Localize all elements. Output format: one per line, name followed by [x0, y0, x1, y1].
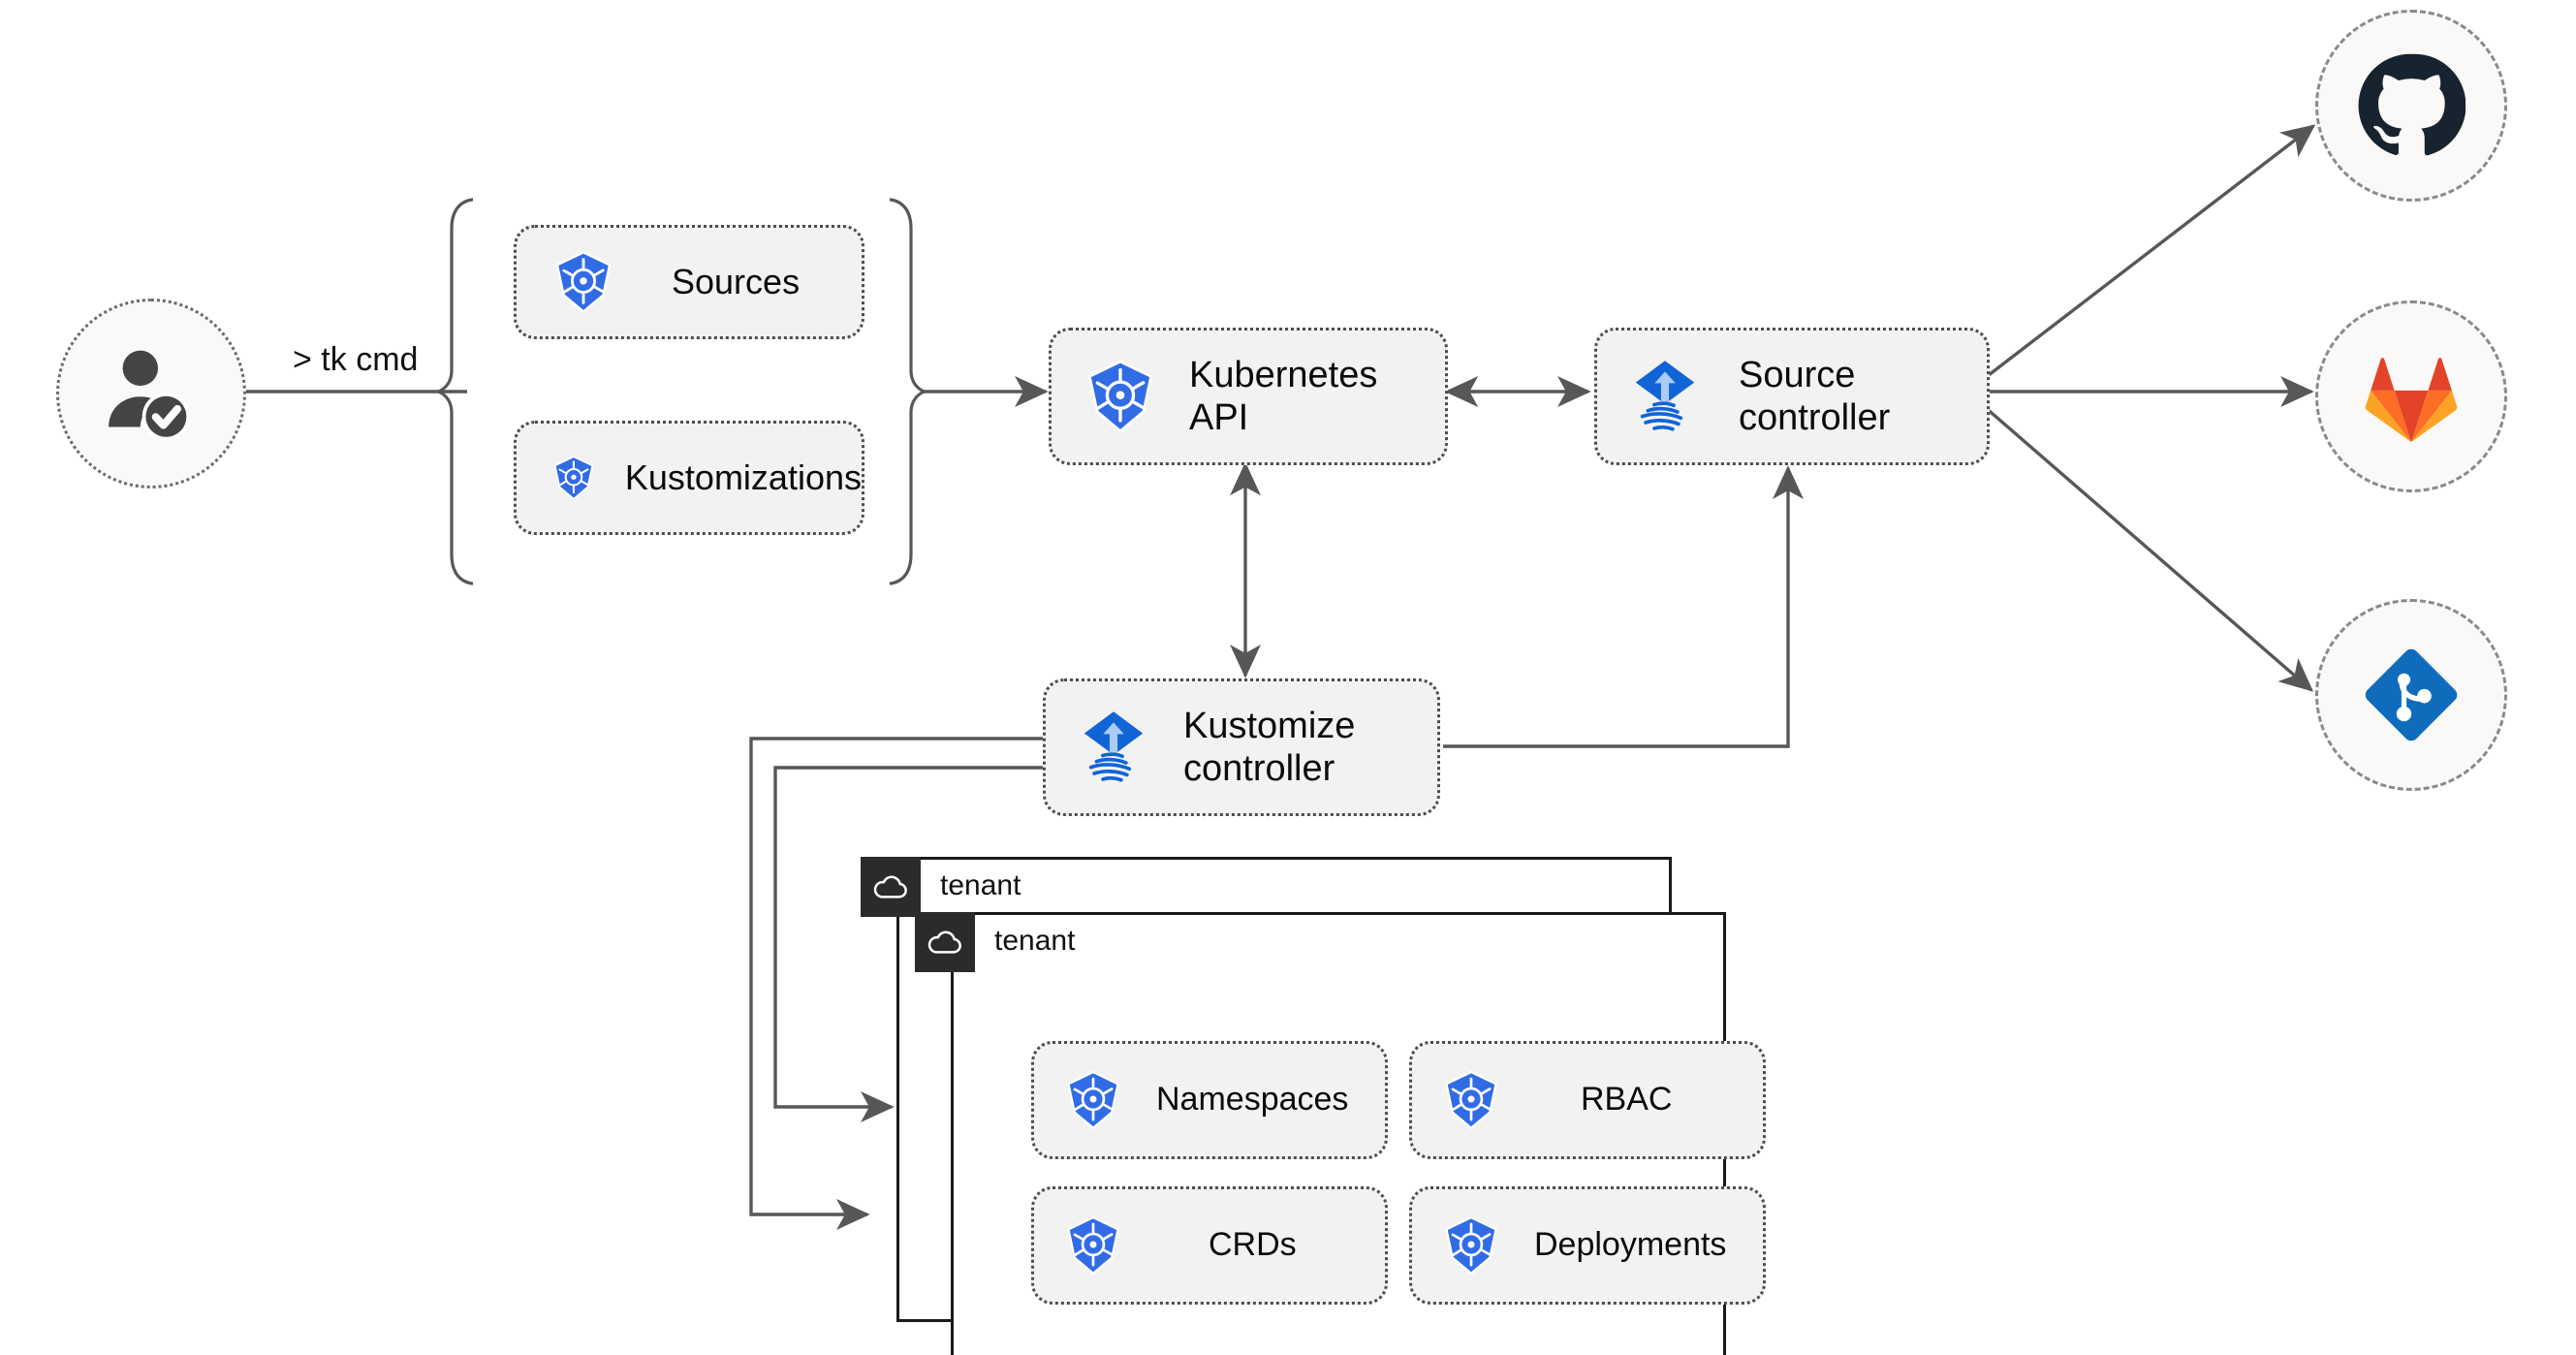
gitlab-icon — [2365, 358, 2458, 443]
node-label: Source controller — [1739, 354, 1891, 438]
edge-source-to-azure — [1983, 405, 2314, 692]
tenant-tab — [861, 857, 921, 917]
edge-kustomize-to-source — [1443, 465, 1804, 748]
user-check-icon — [109, 350, 191, 441]
provider-github[interactable] — [2315, 10, 2507, 202]
cli-item-kustomizations[interactable]: Kustomizations — [514, 421, 864, 535]
cli-item-label: Sources — [672, 262, 801, 302]
node-label: Kustomize controller — [1183, 705, 1356, 789]
flux-icon — [1084, 711, 1144, 782]
cli-item-label: Kustomizations — [624, 457, 862, 498]
node-kubernetes-api[interactable]: Kubernetes API — [1049, 328, 1448, 465]
cli-group-brace-right — [889, 198, 930, 585]
resource-label: Deployments — [1534, 1226, 1727, 1264]
edge-source-to-github — [1983, 124, 2316, 380]
cloud-icon — [873, 875, 907, 898]
resource-label: CRDs — [1209, 1226, 1297, 1264]
tenant-resource-deployments[interactable]: Deployments — [1409, 1186, 1766, 1305]
provider-azure-devops[interactable] — [2315, 599, 2507, 791]
kubernetes-icon — [1445, 1070, 1497, 1130]
tenant-resource-crds[interactable]: CRDs — [1031, 1186, 1388, 1305]
provider-gitlab[interactable] — [2315, 300, 2507, 492]
tenant-resource-rbac[interactable]: RBAC — [1409, 1041, 1766, 1159]
cli-group-brace-left — [432, 198, 474, 585]
tenant-tab — [915, 912, 975, 972]
kubernetes-icon — [555, 250, 612, 314]
cli-item-sources[interactable]: Sources — [514, 225, 864, 339]
azure-devops-icon — [2365, 648, 2458, 741]
kubernetes-icon — [1067, 1070, 1119, 1130]
node-kustomize-controller[interactable]: Kustomize controller — [1043, 678, 1440, 816]
node-source-controller[interactable]: Source controller — [1594, 328, 1990, 465]
tenant-resource-namespaces[interactable]: Namespaces — [1031, 1041, 1388, 1159]
kubernetes-icon — [1067, 1215, 1119, 1276]
cli-command-label: > tk cmd — [293, 341, 419, 378]
user-actor[interactable] — [56, 299, 246, 488]
tenant-title: tenant — [940, 869, 1021, 901]
kubernetes-icon — [553, 456, 594, 500]
node-label: Kubernetes API — [1188, 354, 1378, 438]
resource-label: RBAC — [1581, 1081, 1673, 1119]
resource-label: Namespaces — [1156, 1081, 1349, 1119]
tenant-title: tenant — [994, 925, 1076, 957]
kubernetes-icon — [1087, 360, 1153, 433]
tenant-box-2[interactable]: tenant Namespaces — [915, 912, 1766, 1355]
kubernetes-icon — [1445, 1215, 1497, 1276]
cloud-icon — [927, 930, 961, 954]
flux-icon — [1635, 361, 1695, 431]
github-icon — [2358, 53, 2466, 156]
